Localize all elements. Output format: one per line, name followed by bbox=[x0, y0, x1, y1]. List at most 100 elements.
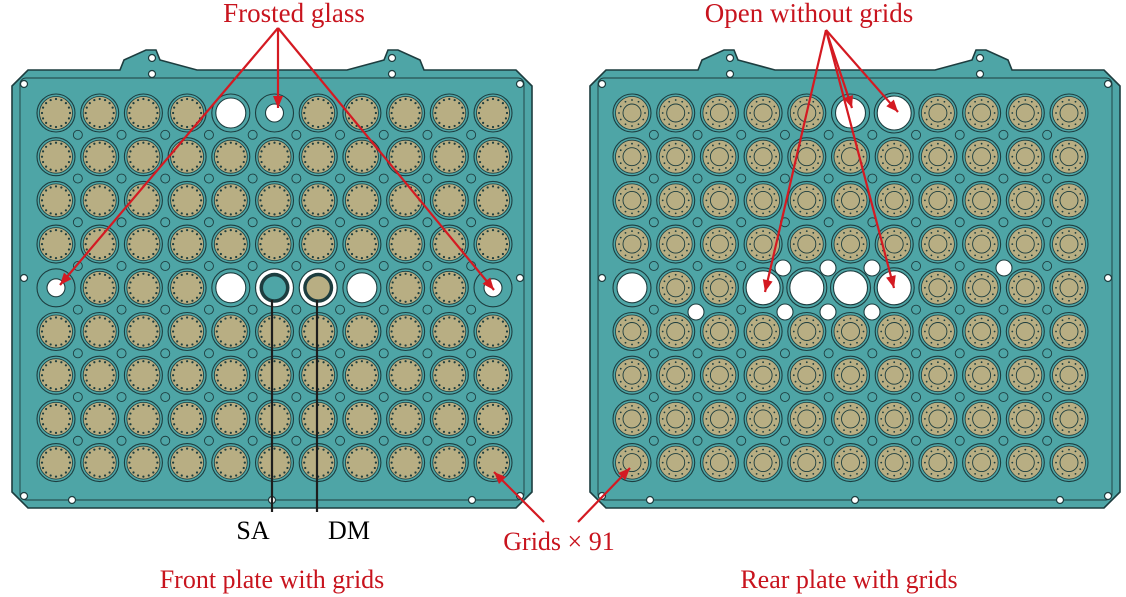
grid-bolt-dot bbox=[478, 325, 482, 328]
grid-bolt-dot bbox=[49, 430, 52, 433]
grid-bolt-dot bbox=[366, 430, 369, 433]
grid-bolt-dot bbox=[64, 427, 67, 430]
grid-bolt-dot bbox=[370, 145, 373, 148]
grid-disc bbox=[964, 445, 999, 480]
grid-disc bbox=[1008, 270, 1043, 305]
grid-bolt-dot bbox=[486, 142, 489, 145]
grid-bolt-dot bbox=[93, 186, 96, 189]
frosted-glass-leader-left bbox=[59, 27, 279, 286]
grid-bolt-dot bbox=[1035, 105, 1038, 108]
grid-bolt-dot bbox=[762, 317, 764, 320]
grid-bolt-dot bbox=[409, 474, 413, 477]
grid-bolt-dot bbox=[773, 455, 776, 457]
grid-bolt-dot bbox=[948, 162, 951, 165]
grid-bolt-dot bbox=[108, 233, 111, 236]
grid-bolt-dot bbox=[899, 450, 902, 453]
grid-bolt-dot bbox=[186, 475, 189, 478]
interstitial-hole bbox=[247, 173, 258, 184]
grid-bolt-dot bbox=[812, 254, 815, 257]
grid-bolt-dot bbox=[88, 233, 91, 236]
grid-bolt-dot bbox=[286, 193, 289, 197]
grid-center-ring bbox=[884, 409, 904, 429]
grid-center-ring bbox=[1059, 365, 1079, 385]
grid-bolt-dot bbox=[725, 144, 727, 147]
grid-bolt-dot bbox=[462, 243, 465, 246]
grid-disc bbox=[301, 401, 336, 436]
grid-bolt-dot bbox=[1074, 406, 1077, 409]
grid-bolt-dot bbox=[505, 330, 509, 333]
grid-bolt-dot bbox=[893, 431, 896, 433]
grid-bolt-dot bbox=[409, 124, 413, 128]
grid-disc bbox=[476, 183, 510, 218]
dm-label: DM bbox=[328, 516, 370, 545]
grid-bolt-dot bbox=[88, 102, 91, 105]
grid-bolt-dot bbox=[849, 142, 852, 145]
grid-bolt-dot bbox=[186, 272, 189, 275]
grid-disc bbox=[789, 358, 824, 393]
grid-bolt-dot bbox=[156, 243, 159, 246]
grid-bolt-dot bbox=[186, 185, 189, 188]
grid-bolt-dot bbox=[191, 186, 194, 189]
grid-bolt-dot bbox=[718, 474, 721, 477]
grid-bolt-dot bbox=[849, 387, 852, 390]
grid-bolt-dot bbox=[478, 204, 482, 207]
grid-bolt-dot bbox=[491, 388, 495, 391]
grid-bolt-dot bbox=[370, 165, 373, 168]
grid-bolt-dot bbox=[1079, 455, 1082, 457]
grid-bolt-dot bbox=[434, 417, 437, 420]
grid-bolt-dot bbox=[216, 379, 219, 382]
grid-bolt-dot bbox=[687, 199, 690, 202]
grid-bolt-dot bbox=[1030, 429, 1033, 432]
grid-disc bbox=[39, 96, 73, 130]
grid-disc bbox=[1052, 227, 1086, 262]
grid-bolt-dot bbox=[491, 316, 495, 319]
grid-bolt-dot bbox=[322, 387, 325, 390]
grid-bolt-dot bbox=[712, 319, 714, 322]
grid-bolt-dot bbox=[987, 429, 989, 432]
grid-bolt-dot bbox=[370, 427, 373, 430]
grid-bolt-dot bbox=[303, 243, 306, 246]
interstitial-hole bbox=[422, 261, 433, 271]
grid-bolt-dot bbox=[501, 189, 504, 192]
grid-bolt-dot bbox=[399, 273, 402, 276]
grid-bolt-dot bbox=[1013, 206, 1015, 208]
grid-disc bbox=[746, 358, 780, 393]
grid-bolt-dot bbox=[273, 316, 276, 319]
grid-center-ring bbox=[666, 147, 686, 167]
grid-bolt-dot bbox=[497, 404, 500, 408]
grid-bolt-dot bbox=[360, 360, 363, 363]
grid-bolt-dot bbox=[836, 155, 839, 158]
grid-disc bbox=[1052, 358, 1086, 393]
grid-bolt-dot bbox=[438, 407, 441, 411]
grid-bolt-dot bbox=[191, 273, 194, 276]
grid-bolt-dot bbox=[219, 189, 223, 192]
grid-bolt-dot bbox=[843, 341, 845, 344]
grid-bolt-dot bbox=[668, 319, 671, 322]
grid-bolt-dot bbox=[414, 407, 417, 411]
grid-bolt-dot bbox=[674, 186, 677, 189]
grid-bolt-dot bbox=[60, 186, 63, 189]
grid-center-ring bbox=[753, 322, 773, 341]
grid-bolt-dot bbox=[637, 210, 640, 213]
grid-bolt-dot bbox=[155, 281, 158, 284]
interstitial-hole bbox=[422, 348, 433, 359]
grid-bolt-dot bbox=[64, 407, 67, 411]
grid-bolt-dot bbox=[399, 212, 402, 215]
grid-bolt-dot bbox=[705, 112, 708, 114]
grid-bolt-dot bbox=[259, 417, 262, 420]
grid-bolt-dot bbox=[1011, 286, 1014, 289]
grid-bolt-dot bbox=[1081, 418, 1083, 420]
grid-bolt-dot bbox=[501, 407, 504, 411]
grid-bolt-dot bbox=[631, 212, 633, 215]
grid-disc bbox=[39, 183, 73, 218]
grid-bolt-dot bbox=[681, 144, 684, 147]
open-aperture bbox=[616, 272, 648, 304]
grid-bolt-dot bbox=[812, 188, 815, 191]
grid-bolt-dot bbox=[886, 450, 889, 453]
grid-bolt-dot bbox=[195, 233, 199, 236]
grid-bolt-dot bbox=[812, 319, 815, 322]
screw-hole bbox=[515, 79, 525, 89]
grid-bolt-dot bbox=[347, 335, 351, 338]
grid-bolt-dot bbox=[686, 293, 688, 296]
frosted-glass-window bbox=[264, 103, 285, 123]
